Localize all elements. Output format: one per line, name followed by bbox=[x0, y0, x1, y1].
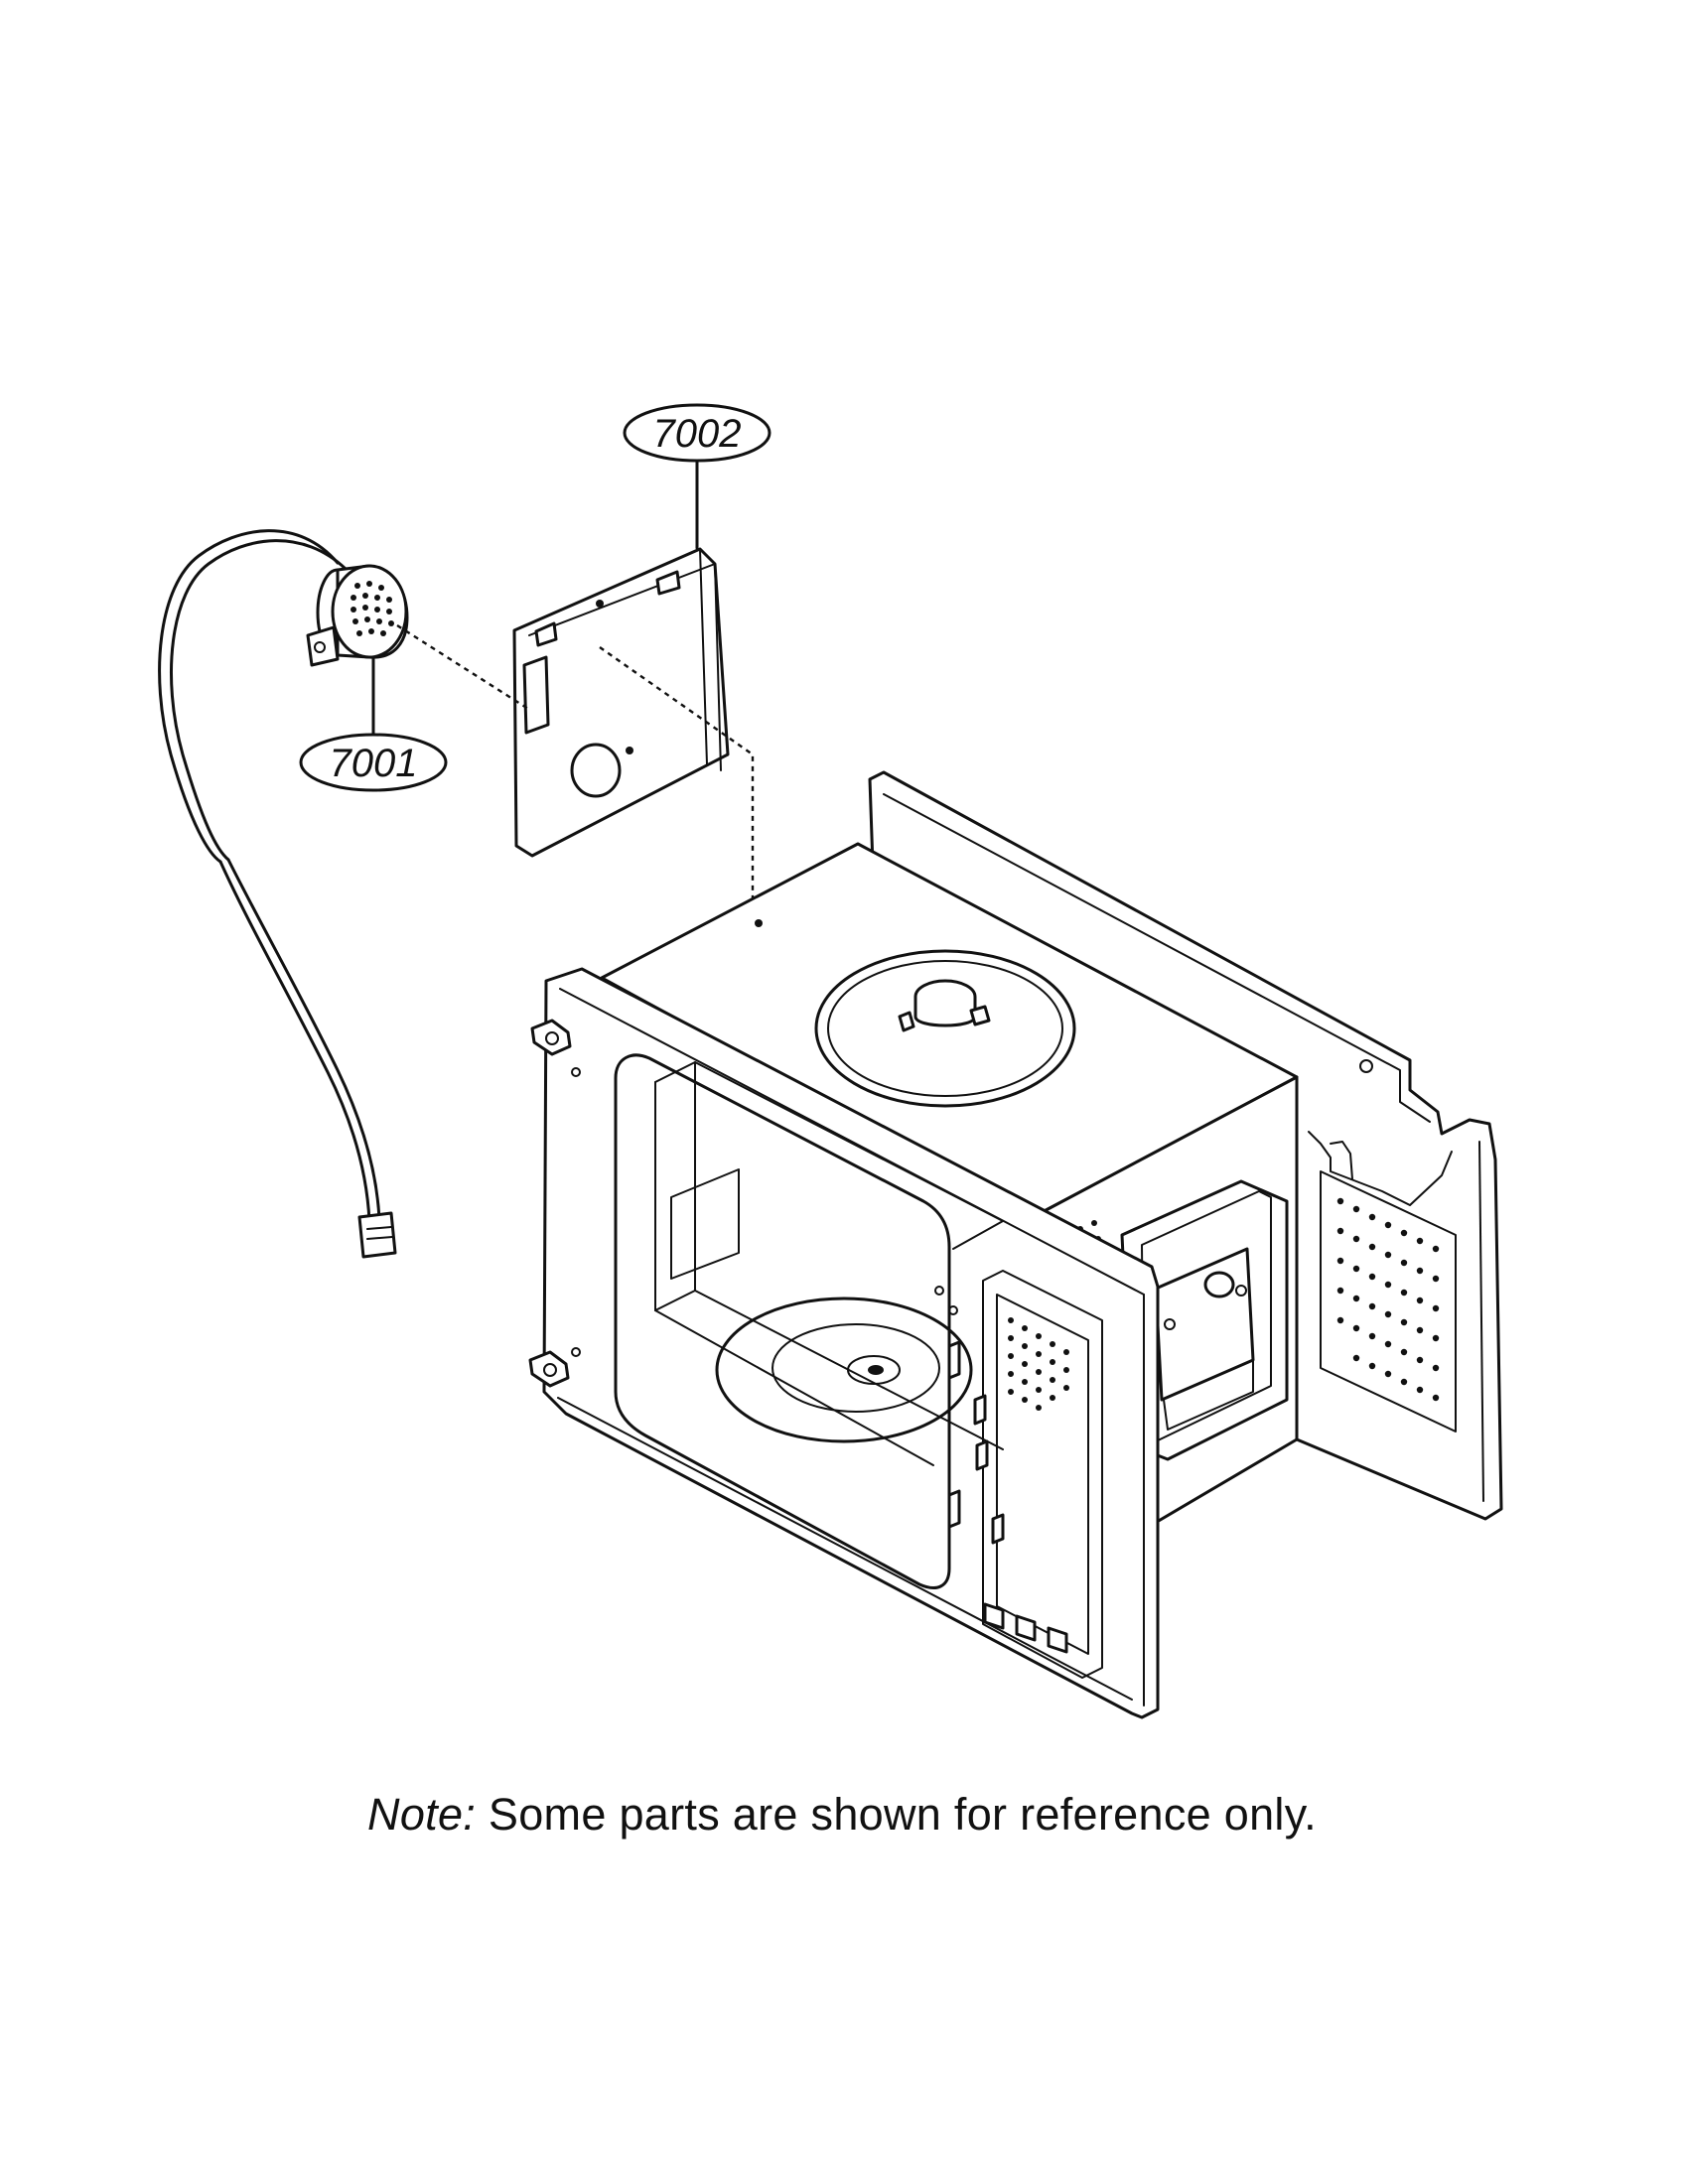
note-text: Some parts are shown for reference only. bbox=[488, 1789, 1317, 1840]
callout-7001-label: 7001 bbox=[330, 742, 418, 785]
bracket-part bbox=[512, 547, 730, 858]
note-label: Note: bbox=[367, 1789, 477, 1840]
callout-7001: 7001 bbox=[299, 653, 448, 792]
callout-7002: 7002 bbox=[623, 403, 772, 550]
reference-note: Note: Some parts are shown for reference… bbox=[0, 1789, 1684, 1841]
microwave-cavity bbox=[528, 770, 1503, 1719]
callout-7002-label: 7002 bbox=[653, 412, 742, 456]
control-frame-holes bbox=[1008, 1317, 1069, 1411]
rear-grill-holes bbox=[1336, 1197, 1440, 1402]
thermostat-part bbox=[158, 529, 409, 1259]
